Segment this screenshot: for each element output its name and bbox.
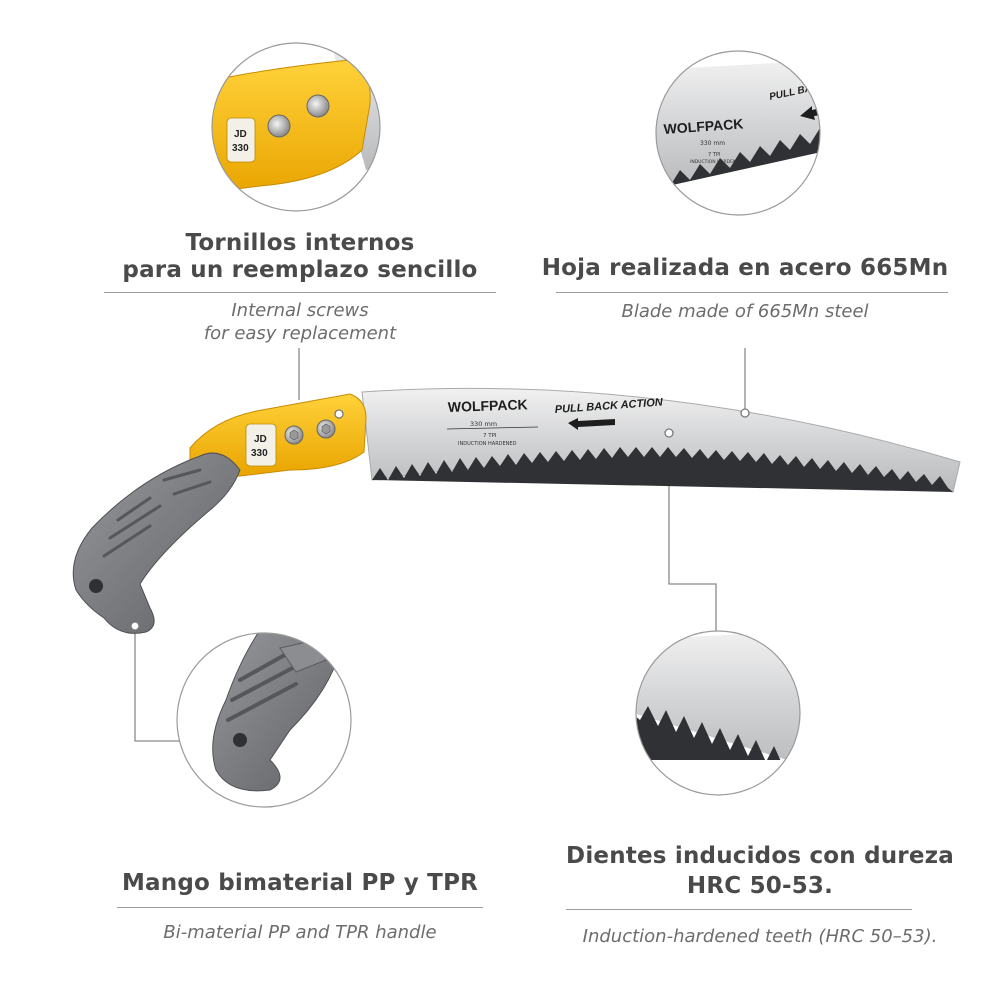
lanyard-hole [233,733,247,747]
handle-grip-grey [72,452,241,634]
handle-title: Mango bimaterial PP y TPR [121,870,479,896]
lanyard-hole [89,579,103,593]
blade-title: Hoja realizada en acero 665Mn [541,255,949,281]
screws-divider [104,292,496,293]
blade-tpi-label: 7 TPI [483,433,497,439]
teeth-subtitle: Induction-hardened teeth (HRC 50–53). [582,926,938,947]
zoom-blade-treatment: INDUCTION HARDENED [690,159,743,165]
leader-line-teeth [668,433,717,632]
teeth-title-line2: HRC 50-53. [686,873,834,899]
handle-divider [117,907,483,908]
blade-subtitle: Blade made of 665Mn steel [621,301,869,322]
screw-icon [306,94,330,118]
marker-dot-blade [740,408,750,418]
callout-markers [130,408,750,631]
zoom-circle-screws: JD 330 [211,42,381,212]
zoom-circle-blade: WOLFPACK 330 mm 7 TPI INDUCTION HARDENED… [655,50,821,216]
blade-divider [556,292,948,293]
pruning-saw: WOLFPACK 330 mm 7 TPI INDUCTION HARDENED… [72,387,961,634]
screws-title-line1: Tornillos internos [185,230,415,256]
blade-print-divider [446,426,539,430]
zoom-circle-handle [176,632,352,808]
model-label-plate [245,423,277,467]
zoom-model-label-line1: JD [234,129,247,140]
blade-treatment-label: INDUCTION HARDENED [458,441,517,447]
pull-arrow-icon [568,418,615,430]
screws-subtitle-line2: for easy replacement [203,323,397,344]
zoom-blade-tpi: 7 TPI [708,152,720,158]
blade-size-label: 330 mm [470,420,497,428]
grip-texture [102,468,212,558]
marker-dot-teeth [664,428,674,438]
teeth-divider [566,909,912,910]
teeth-title-line1: Dientes inducidos con dureza [566,843,954,869]
handle-subtitle: Bi-material PP and TPR handle [163,922,437,943]
zoom-model-label-line2: 330 [232,143,249,154]
screws-subtitle-line1: Internal screws [231,300,369,321]
zoom-blade-brand: WOLFPACK [663,115,744,137]
zoom-circle-teeth [635,630,801,796]
screw-head-hex [321,423,331,435]
screw-head-hex [289,429,299,441]
pull-arrow-icon [800,106,820,120]
screw-icon [267,114,291,138]
blade-brand-logo: WOLFPACK [448,396,528,415]
zoom-blade-size: 330 mm [700,140,725,147]
model-label-line2: 330 [251,448,268,459]
marker-dot-screws [334,409,344,419]
leader-lines [134,348,746,742]
saw-teeth [372,447,953,492]
marker-dot-handle [130,621,140,631]
leader-line-handle [134,626,192,742]
model-label-line1: JD [254,434,267,445]
screws-title-line2: para un reemplazo sencillo [122,257,478,283]
